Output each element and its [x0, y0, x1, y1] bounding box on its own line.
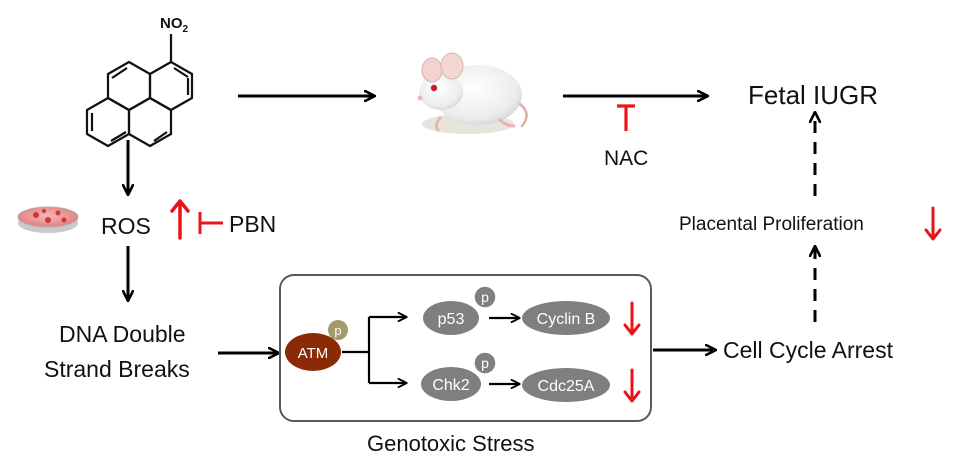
fetal-iugr-label: Fetal IUGR [748, 80, 878, 110]
ros-label: ROS [101, 213, 151, 239]
cyclinb-label: Cyclin B [537, 311, 596, 328]
dna-label-line2: Strand Breaks [44, 356, 190, 382]
atm-phospho-badge [328, 320, 348, 340]
atm-node [285, 333, 341, 371]
mouse-icon [417, 52, 528, 134]
nitropyrene-structure [85, 34, 194, 148]
chk2-phospho-label: p [481, 355, 489, 371]
cdc25a-decrease-arrow [623, 368, 641, 403]
nitro-group-label: NO2 [160, 15, 189, 35]
chk2-node [421, 367, 481, 401]
atm-phospho-label: p [334, 323, 341, 338]
cdc25a-node [522, 368, 610, 402]
dna-label-line1: DNA Double [59, 321, 186, 347]
cyclinb-decrease-arrow [623, 301, 641, 336]
atm-label: ATM [298, 345, 329, 362]
pbn-label: PBN [229, 211, 276, 237]
cdc25a-label: Cdc25A [538, 378, 595, 395]
p53-label: p53 [438, 311, 465, 328]
atm-branch-connector [342, 317, 371, 383]
p53-phospho-label: p [481, 289, 489, 305]
chk2-label: Chk2 [432, 377, 469, 394]
placental-proliferation-label: Placental Proliferation [679, 214, 864, 235]
cell-cycle-arrest-label: Cell Cycle Arrest [723, 337, 894, 363]
ros-increase-arrow [170, 199, 190, 240]
p53-node [423, 301, 479, 335]
nac-label: NAC [604, 147, 648, 170]
genotoxic-stress-label: Genotoxic Stress [367, 431, 535, 456]
pbn-inhibitor-symbol [198, 212, 223, 234]
nac-inhibitor-symbol [617, 104, 635, 131]
petri-dish-icon [17, 206, 79, 233]
chk2-phospho-badge [473, 351, 497, 375]
p53-phospho-badge [473, 285, 497, 309]
cyclinb-node [522, 301, 610, 335]
placental-decrease-arrow [924, 206, 942, 241]
